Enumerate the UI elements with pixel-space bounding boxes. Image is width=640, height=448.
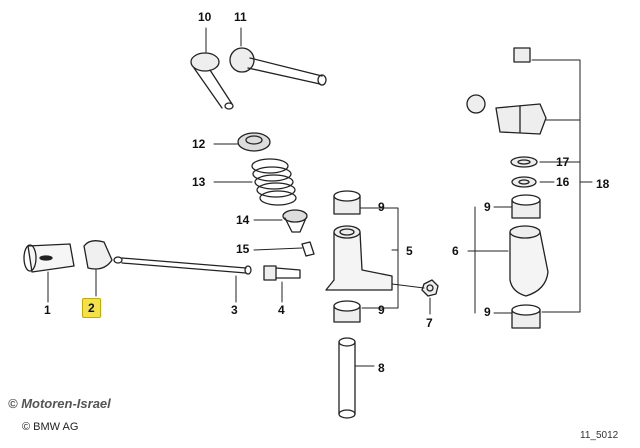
callout-18: 18 bbox=[596, 177, 610, 191]
lock-nut bbox=[421, 279, 439, 297]
spring-retainer bbox=[282, 209, 308, 233]
callout-15: 15 bbox=[236, 242, 250, 256]
callout-2-highlighted[interactable]: 2 bbox=[82, 298, 101, 318]
rocker-pin bbox=[338, 337, 356, 419]
bushing-lower-left bbox=[333, 300, 361, 323]
callout-7: 7 bbox=[426, 316, 433, 330]
callout-13: 13 bbox=[192, 175, 206, 189]
washer-17 bbox=[510, 156, 538, 168]
bushing-lower-right bbox=[511, 304, 541, 329]
rocker-arm-left bbox=[325, 225, 393, 291]
callout-5: 5 bbox=[406, 244, 413, 258]
bushing-upper-right bbox=[511, 194, 541, 219]
pin-top bbox=[513, 47, 531, 63]
callout-11: 11 bbox=[234, 10, 247, 24]
leader-lines bbox=[47, 27, 593, 367]
callout-10: 10 bbox=[198, 10, 212, 24]
washer-16 bbox=[511, 176, 537, 188]
rocker-shaft bbox=[113, 256, 252, 275]
callout-9-lower-left: 9 bbox=[378, 303, 385, 317]
callout-6: 6 bbox=[452, 244, 459, 258]
intake-valve bbox=[190, 52, 234, 110]
exhaust-valve bbox=[229, 47, 327, 86]
callout-9-upper-right: 9 bbox=[484, 200, 491, 214]
adjusting-bolt bbox=[263, 265, 301, 281]
callout-4: 4 bbox=[278, 303, 285, 317]
adjuster-sleeve bbox=[23, 243, 75, 273]
callout-9-lower-right: 9 bbox=[484, 305, 491, 319]
adjuster-cap bbox=[83, 240, 113, 270]
callout-16: 16 bbox=[556, 175, 570, 189]
callout-14: 14 bbox=[236, 213, 250, 227]
callout-17: 17 bbox=[556, 155, 570, 169]
callout-1: 1 bbox=[44, 303, 51, 317]
rocker-block bbox=[466, 94, 547, 135]
diagram-id: 11_5012 bbox=[580, 430, 619, 441]
bushing-upper-left bbox=[333, 190, 361, 215]
watermark-text: © Motoren-Israel bbox=[8, 396, 111, 411]
callout-12: 12 bbox=[192, 137, 206, 151]
valve-spring bbox=[251, 158, 297, 206]
rocker-arm-right bbox=[509, 225, 549, 297]
callout-9-upper-left: 9 bbox=[378, 200, 385, 214]
callout-3: 3 bbox=[231, 303, 238, 317]
copyright-text: © BMW AG bbox=[22, 421, 79, 433]
valve-stem-seal bbox=[237, 132, 271, 152]
callout-8: 8 bbox=[378, 361, 385, 375]
valve-keeper bbox=[301, 241, 315, 257]
